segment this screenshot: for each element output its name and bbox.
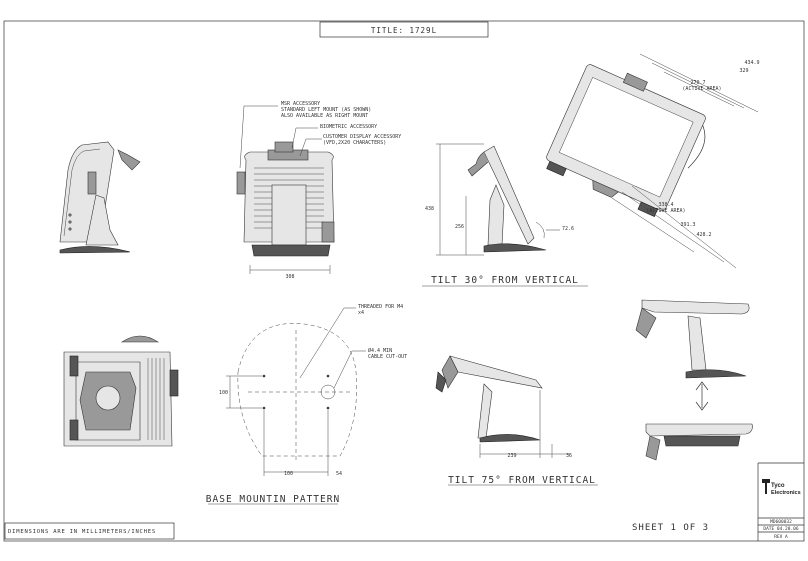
dim-horiz-outer: 428.2 — [696, 232, 711, 238]
dim-tilt75-depth: 239 — [507, 453, 516, 459]
dim-tilt75-off: 36 — [566, 453, 572, 459]
note-msr-3: ALSO AVAILABLE AS RIGHT MOUNT — [281, 113, 368, 119]
dim-tilt30-mid: 256 — [455, 224, 464, 230]
sheet-number: SHEET 1 OF 3 — [632, 523, 709, 533]
title-text: TITLE: 1729L — [371, 26, 437, 35]
dim-pattern-off: 54 — [336, 471, 342, 477]
dim-pattern-w: 100 — [284, 471, 293, 477]
dim-diag-inner: 329 — [739, 68, 748, 74]
note-msr-1: MSR ACCESSORY — [281, 101, 320, 107]
note-cable-2: CABLE CUT-OUT — [368, 354, 407, 360]
dim-horiz-active-1: 338.4 — [658, 202, 673, 208]
caption-tilt75: TILT 75° FROM VERTICAL — [448, 475, 596, 486]
bottom-view — [63, 335, 179, 447]
side-view-left — [59, 141, 141, 254]
logo-line2: Electronics — [771, 490, 801, 496]
tyco-logo-icon — [762, 479, 770, 494]
front-view-rotated: 434.9 329 270.7 (ACTIVE AREA) 338.4 (ACT… — [546, 53, 760, 269]
base-mount-pattern: 100 100 54 THREADED FOR M4 x4 Ø4.4 MIN C… — [206, 304, 407, 505]
title-block: Tyco Electronics MD600032 DATE 04.28.06 … — [757, 462, 804, 541]
dim-horiz-active-2: (ACTIVE AREA) — [646, 208, 685, 214]
note-biometric: BIOMETRIC ACCESSORY — [320, 124, 377, 130]
caption-base: BASE MOUNTIN PATTERN — [206, 494, 340, 505]
tilt75-view: 239 36 TILT 75° FROM VERTICAL — [435, 355, 598, 486]
doc-rev: REV A — [774, 534, 788, 540]
dimensions-note: DIMENSIONS ARE IN MILLIMETERS/INCHES — [8, 529, 156, 535]
drawing-border — [3, 20, 805, 542]
note-threaded-2: x4 — [358, 310, 364, 316]
note-msr-2: STANDARD LEFT MOUNT (AS SHOWN) — [281, 107, 371, 113]
note-cable-1: Ø4.4 MIN — [368, 347, 392, 354]
doc-number: MD600032 — [770, 519, 792, 525]
note-threaded-1: THREADED FOR M4 — [358, 304, 403, 310]
title-box — [319, 21, 489, 38]
dim-diag-active-2: (ACTIVE AREA) — [682, 86, 721, 92]
tilt30-view: 438 256 72.6 TILT 30° FROM VERTICAL — [422, 143, 588, 287]
doc-date: DATE 04.28.06 — [763, 526, 799, 532]
dim-horiz-inner: 391.3 — [680, 222, 695, 228]
dim-diag-active-1: 270.7 — [690, 80, 705, 86]
note-customer-display-1: CUSTOMER DISPLAY ACCESSORY — [323, 134, 401, 140]
dim-diag-outer: 434.9 — [744, 60, 759, 66]
dim-rear-width: 308 — [285, 274, 294, 280]
note-customer-display-2: (VFD,2X20 CHARACTERS) — [323, 140, 386, 146]
flat-views — [635, 299, 753, 461]
rear-view: 308 MSR ACCESSORY STANDARD LEFT MOUNT (A… — [236, 101, 401, 280]
dim-tilt30-height: 438 — [425, 206, 434, 212]
note-box — [4, 522, 175, 540]
dim-tilt30-angle: 72.6 — [562, 226, 574, 232]
logo-line1: Tyco — [771, 483, 785, 489]
caption-tilt30: TILT 30° FROM VERTICAL — [431, 275, 579, 286]
dim-pattern-h: 100 — [219, 390, 228, 396]
